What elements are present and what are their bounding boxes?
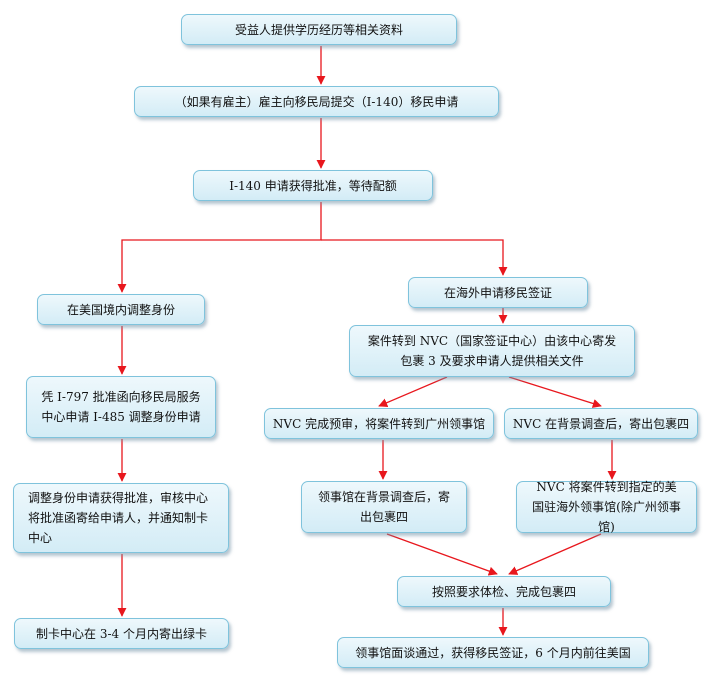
node-adjust-status-label: 在美国境内调整身份 — [66, 302, 175, 317]
node-provide-documents-label: 受益人提供学历经历等相关资料 — [234, 22, 403, 37]
node-nvc-guangzhou: NVC 完成预审，将案件转到广州领事馆 — [264, 408, 494, 439]
node-consulate-package4: 领事馆在背景调查后，寄出包裹四 — [301, 481, 467, 533]
node-employer-files-i140-label: （如果有雇主）雇主向移民局提交（I-140）移民申请 — [174, 94, 459, 109]
edge-nvc-to-guangzhou — [378, 376, 448, 407]
edge-other-to-exam — [508, 533, 602, 575]
node-employer-files-i140: （如果有雇主）雇主向移民局提交（I-140）移民申请 — [134, 86, 499, 117]
node-adjust-approved: 调整身份申请获得批准，审核中心将批准函寄给申请人，并通知制卡中心 — [13, 483, 229, 553]
node-green-card: 制卡中心在 3-4 个月内寄出绿卡 — [14, 618, 229, 649]
node-provide-documents: 受益人提供学历经历等相关资料 — [181, 14, 457, 45]
node-nvc-other-consulate-label: NVC 将案件转到指定的美国驻海外领事馆(除广州领事馆) — [532, 480, 681, 534]
node-i485-application: 凭 I-797 批准函向移民局服务中心申请 I-485 调整身份申请 — [26, 376, 216, 438]
edge-nvc-to-package4 — [508, 376, 602, 408]
node-medical-exam: 按照要求体检、完成包裹四 — [397, 576, 611, 607]
node-i140-approved-label: I-140 申请获得批准，等待配额 — [229, 178, 397, 193]
node-i140-approved: I-140 申请获得批准，等待配额 — [193, 170, 433, 201]
node-nvc-package4: NVC 在背景调查后，寄出包裹四 — [504, 408, 698, 439]
node-visa-granted: 领事馆面谈通过，获得移民签证，6 个月内前往美国 — [337, 637, 649, 668]
node-medical-exam-label: 按照要求体检、完成包裹四 — [431, 584, 576, 599]
node-visa-granted-label: 领事馆面谈通过，获得移民签证，6 个月内前往美国 — [355, 645, 631, 660]
node-nvc-package3-label: 案件转到 NVC（国家签证中心）由该中心寄发包裹 3 及要求申请人提供相关文件 — [367, 334, 617, 368]
node-nvc-guangzhou-label: NVC 完成预审，将案件转到广州领事馆 — [272, 416, 486, 431]
edge-consulate-to-exam — [386, 533, 498, 576]
node-apply-overseas-label: 在海外申请移民签证 — [443, 285, 552, 300]
edge-approved-to-overseas — [321, 239, 508, 276]
edge-approved-to-adjust — [117, 202, 322, 293]
node-adjust-status: 在美国境内调整身份 — [37, 294, 205, 325]
node-i485-application-label: 凭 I-797 批准函向移民局服务中心申请 I-485 调整身份申请 — [41, 390, 201, 424]
node-green-card-label: 制卡中心在 3-4 个月内寄出绿卡 — [36, 626, 207, 641]
node-nvc-other-consulate: NVC 将案件转到指定的美国驻海外领事馆(除广州领事馆) — [516, 480, 697, 534]
node-adjust-approved-label: 调整身份申请获得批准，审核中心将批准函寄给申请人，并通知制卡中心 — [28, 491, 209, 545]
node-apply-overseas: 在海外申请移民签证 — [408, 277, 588, 308]
node-nvc-package4-label: NVC 在背景调查后，寄出包裹四 — [512, 416, 690, 431]
node-consulate-package4-label: 领事馆在背景调查后，寄出包裹四 — [317, 490, 450, 524]
node-nvc-package3: 案件转到 NVC（国家签证中心）由该中心寄发包裹 3 及要求申请人提供相关文件 — [349, 325, 635, 377]
